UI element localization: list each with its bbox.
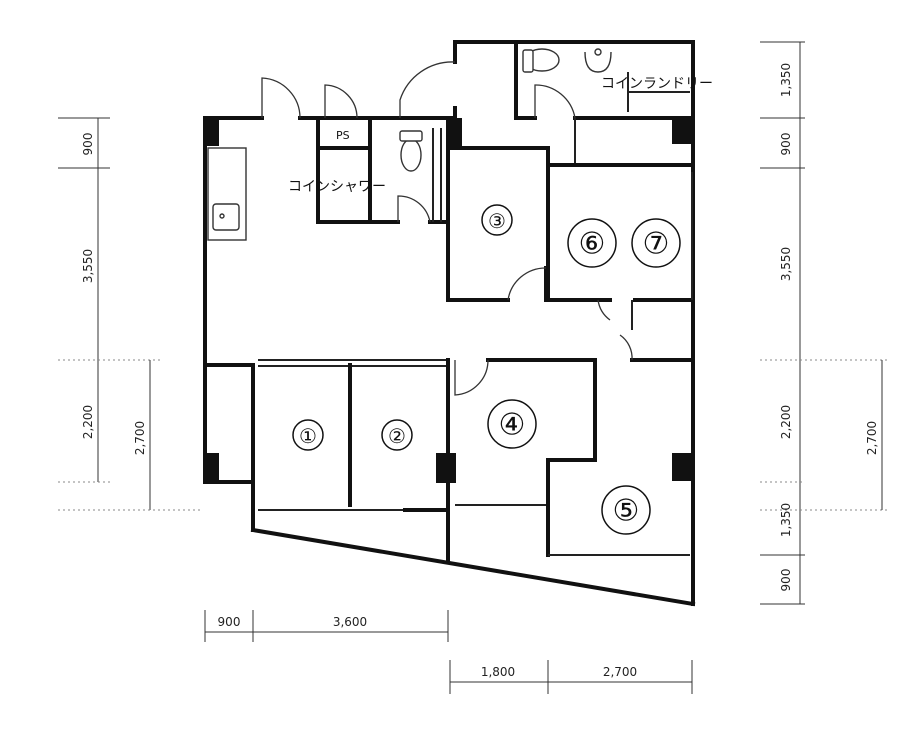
fixtures [207,48,690,241]
room-2-label: ② [388,424,406,448]
dim-left-mid: 3,550 [81,249,95,283]
dim-bottom-a: 900 [218,615,241,629]
dim-bottom-d: 2,700 [603,665,637,679]
dim-right-inner: 2,200 [779,405,793,439]
dim-right-top: 1,350 [779,63,793,97]
room-6-label: ⑥ [579,227,606,262]
kitchen-sink-icon [212,203,240,231]
dim-left-top: 900 [81,133,95,156]
bottom-dimensions: 900 3,600 1,800 2,700 [204,610,693,694]
ps-label: PS [336,129,350,142]
dim-right-mid: 3,550 [779,247,793,281]
room-5-label: ⑤ [613,494,640,529]
dim-right-bottom: 900 [779,569,793,592]
dim-right-lower: 1,350 [779,503,793,537]
outer-walls [203,40,696,607]
dim-bottom-b: 3,600 [333,615,367,629]
right-dimensions: 1,350 900 3,550 2,200 2,700 1,350 900 [760,41,890,605]
dim-right-second: 900 [779,133,793,156]
washbasin-icon [584,51,612,73]
doors [261,61,633,396]
dim-left-outer: 2,700 [133,421,147,455]
room-labels: ① ② ③ ④ ⑤ ⑥ ⑦ [292,204,681,535]
toilet-icon [400,138,422,172]
columns [205,118,693,483]
room-7-label: ⑦ [643,227,670,262]
room-3-label: ③ [488,209,506,233]
coin-laundry-label: コインランドリー [601,76,713,92]
dim-bottom-c: 1,800 [481,665,515,679]
room-1-label: ① [299,424,317,448]
interior-walls [203,40,695,562]
left-dimensions: 900 3,550 2,200 2,700 [58,117,200,511]
dim-left-inner: 2,200 [81,405,95,439]
room-4-label: ④ [499,408,526,443]
coin-shower-label: コインシャワー [288,179,386,195]
dim-right-outer: 2,700 [865,421,879,455]
